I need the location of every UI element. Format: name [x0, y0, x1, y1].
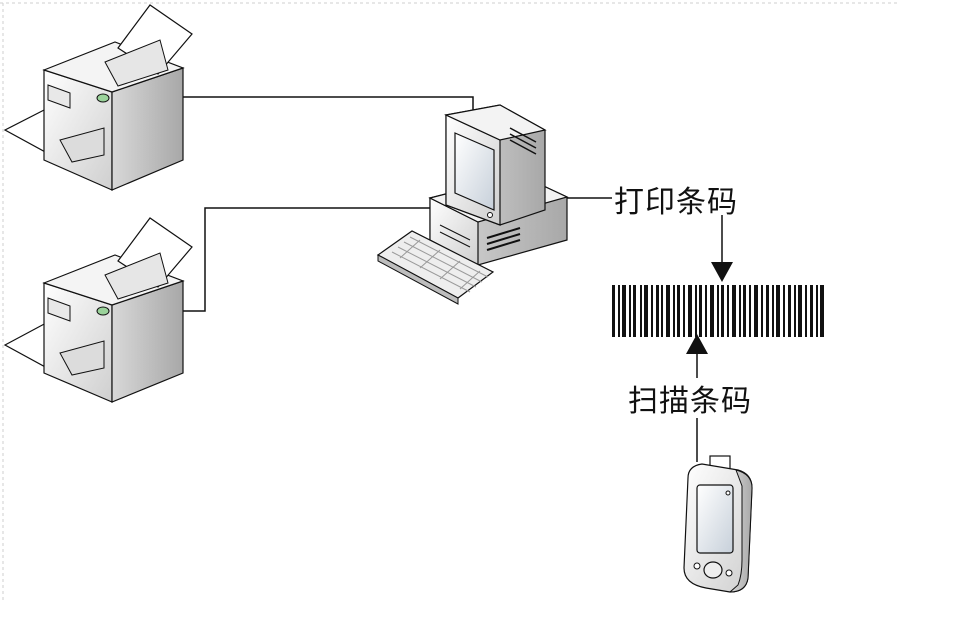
printer-top	[3, 4, 193, 191]
vent-icon	[486, 227, 521, 251]
printer-top-led-icon	[96, 93, 110, 103]
scanner-button-icon	[703, 561, 723, 579]
desktop-computer	[376, 104, 569, 305]
printer-bottom-led-icon	[96, 306, 110, 316]
arrowhead-down	[711, 262, 733, 282]
arrowhead-up	[686, 334, 708, 354]
handheld-scanner	[683, 455, 753, 593]
scan-barcode-label: 扫描条码	[628, 384, 752, 419]
monitor-screen	[454, 132, 495, 211]
scanner-screen	[696, 484, 734, 554]
keyboard-keys	[391, 236, 489, 293]
monitor-power-icon	[487, 212, 493, 218]
barcode	[612, 285, 824, 337]
printer-bottom	[3, 217, 193, 403]
print-barcode-label: 打印条码	[614, 185, 738, 220]
